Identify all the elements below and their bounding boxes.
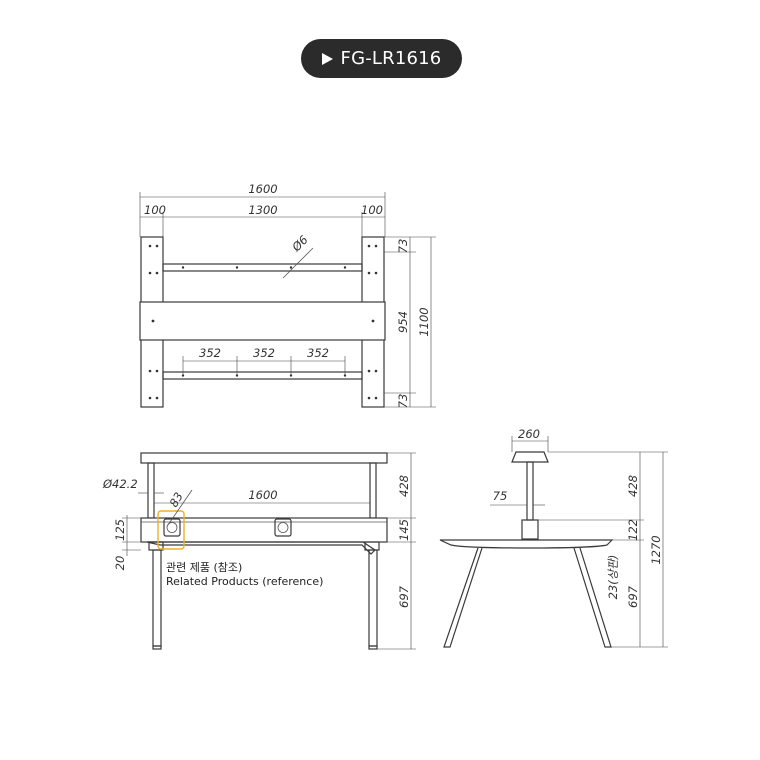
dim-top-offset: 73 (396, 239, 410, 254)
dim-left-margin: 100 (144, 203, 166, 217)
model-title-badge: FG-LR1616 (301, 39, 462, 78)
dim-overall-height: 1270 (649, 535, 663, 564)
dim-hole-diameter: Ø6 (289, 233, 311, 255)
dim-panel-height-left: 125 (113, 519, 127, 541)
top-view-post-holes (148, 244, 378, 400)
dim-shelf-height: 428 (397, 475, 411, 497)
dim-post-width: 75 (493, 489, 508, 503)
dim-leg-offset: 20 (113, 556, 127, 571)
top-view: 1600 100 1300 100 Ø6 352 352 352 73 954 … (139, 182, 436, 409)
front-view: 83 Ø42.2 1600 125 20 428 145 697 관련 제품 (… (102, 452, 416, 650)
dim-side-table-height: 697 (626, 585, 640, 608)
dim-spacing-3: 352 (307, 346, 329, 360)
dim-middle-span: 954 (396, 311, 410, 333)
front-view-left-post (147, 462, 155, 519)
side-view-post (526, 461, 534, 521)
side-view-right-leg (573, 547, 612, 648)
related-products-note-ko: 관련 제품 (참조) (166, 561, 242, 574)
side-view-tabletop (439, 539, 614, 549)
side-view: 260 75 428 122 23(상판) 697 1270 (439, 427, 668, 648)
dim-panel-height: 145 (397, 519, 411, 541)
model-title-text: FG-LR1616 (340, 48, 442, 69)
top-view-lower-rail (162, 371, 363, 380)
dim-spacing-2: 352 (253, 346, 275, 360)
play-triangle-icon (321, 52, 333, 65)
top-view-center-panel (139, 301, 386, 341)
side-view-post-base (521, 519, 539, 540)
dim-outlet-spacing: 1600 (248, 488, 277, 502)
dim-stem-height: 122 (626, 519, 640, 541)
dim-lamp-width: 260 (518, 427, 540, 441)
related-products-note-en: Related Products (reference) (166, 575, 323, 588)
front-view-right-post (369, 462, 377, 519)
dim-overall-width: 1600 (248, 182, 277, 196)
front-view-left-leg (152, 549, 162, 647)
front-view-right-bracket (364, 541, 380, 551)
dim-overall-depth: 1100 (417, 307, 431, 336)
front-view-skirt (146, 541, 376, 555)
dim-right-margin: 100 (361, 203, 383, 217)
dim-inner-width: 1300 (248, 203, 277, 217)
dim-table-height: 697 (397, 585, 411, 608)
front-view-shelf (140, 452, 388, 464)
dim-outlet-size: 83 (166, 490, 185, 510)
dim-lamp-height: 428 (626, 475, 640, 497)
side-view-lamp-head (511, 451, 549, 463)
dim-top-thickness: 23(상판) (606, 555, 620, 600)
front-view-right-leg (368, 549, 378, 647)
side-view-left-leg (443, 547, 483, 648)
dim-spacing-1: 352 (199, 346, 221, 360)
dim-bottom-offset: 73 (396, 394, 410, 409)
top-view-upper-rail (162, 263, 363, 272)
outlet-center (274, 518, 292, 537)
dim-outlet-diameter: Ø42.2 (102, 477, 138, 491)
related-product-highlight (157, 510, 185, 550)
